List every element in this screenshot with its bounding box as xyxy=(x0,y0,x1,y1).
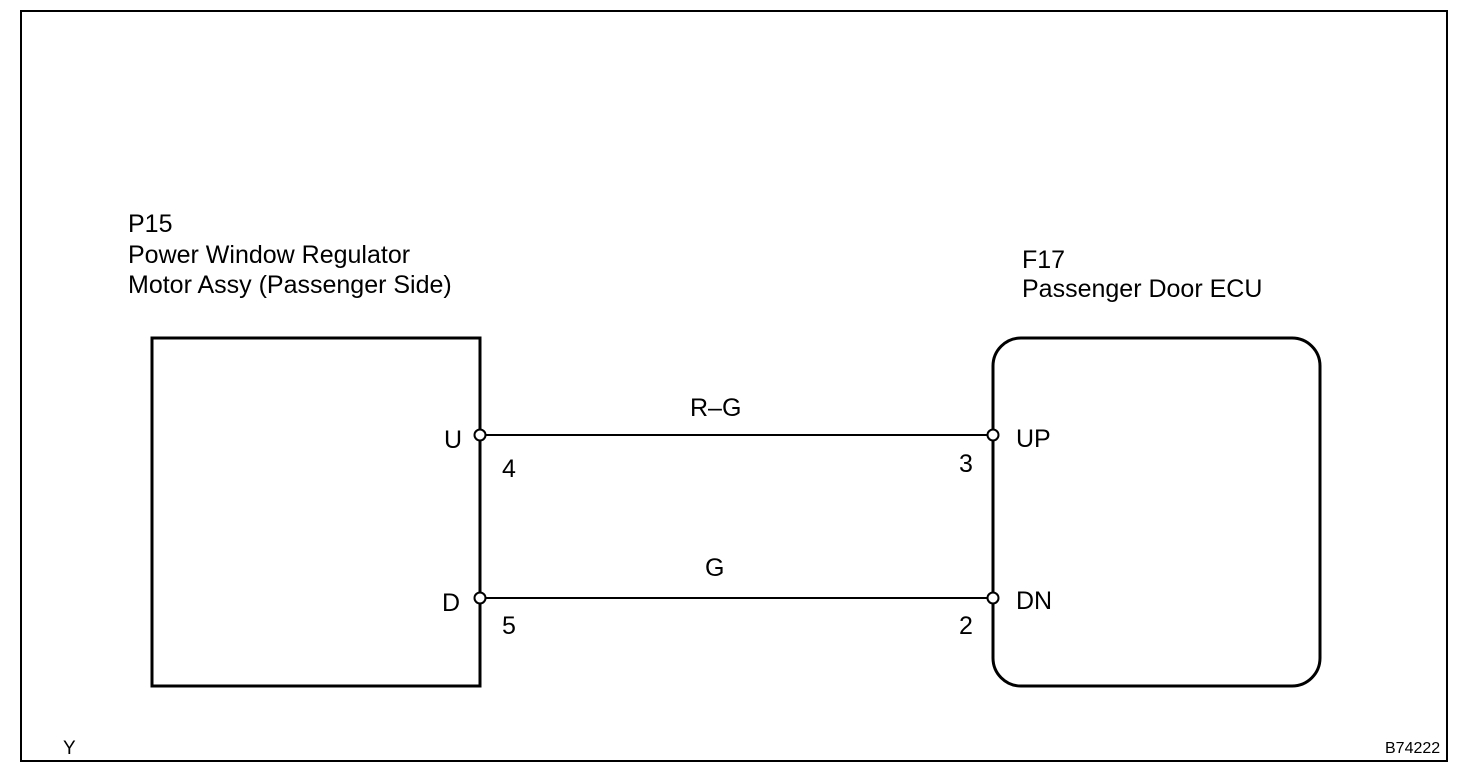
diagram-frame xyxy=(20,10,1448,762)
terminal-d-icon xyxy=(473,591,487,605)
wire-color-g: G xyxy=(705,554,725,582)
wire-color-r-g: R–G xyxy=(690,394,742,422)
door-ecu-box xyxy=(991,336,1322,688)
terminal-label-u: U xyxy=(444,426,463,454)
pin-number-2: 2 xyxy=(959,612,973,640)
terminal-label-d: D xyxy=(442,589,461,617)
figure-id: B74222 xyxy=(1385,740,1441,757)
terminal-u-icon xyxy=(473,428,487,442)
motor-assy-code: P15 xyxy=(128,210,173,238)
terminal-dn-icon xyxy=(986,591,1000,605)
terminal-label-dn: DN xyxy=(1016,587,1053,615)
door-ecu-name: Passenger Door ECU xyxy=(1022,275,1263,303)
pin-number-3: 3 xyxy=(959,450,973,478)
footer-left-mark: Y xyxy=(63,738,76,759)
motor-assy-name-line2: Motor Assy (Passenger Side) xyxy=(128,271,452,299)
motor-assy-name-line1: Power Window Regulator xyxy=(128,241,411,269)
terminal-label-up: UP xyxy=(1016,425,1051,453)
motor-assy-box xyxy=(150,336,482,688)
terminal-up-icon xyxy=(986,428,1000,442)
pin-number-5: 5 xyxy=(502,612,516,640)
door-ecu-code: F17 xyxy=(1022,246,1066,274)
pin-number-4: 4 xyxy=(502,455,516,483)
